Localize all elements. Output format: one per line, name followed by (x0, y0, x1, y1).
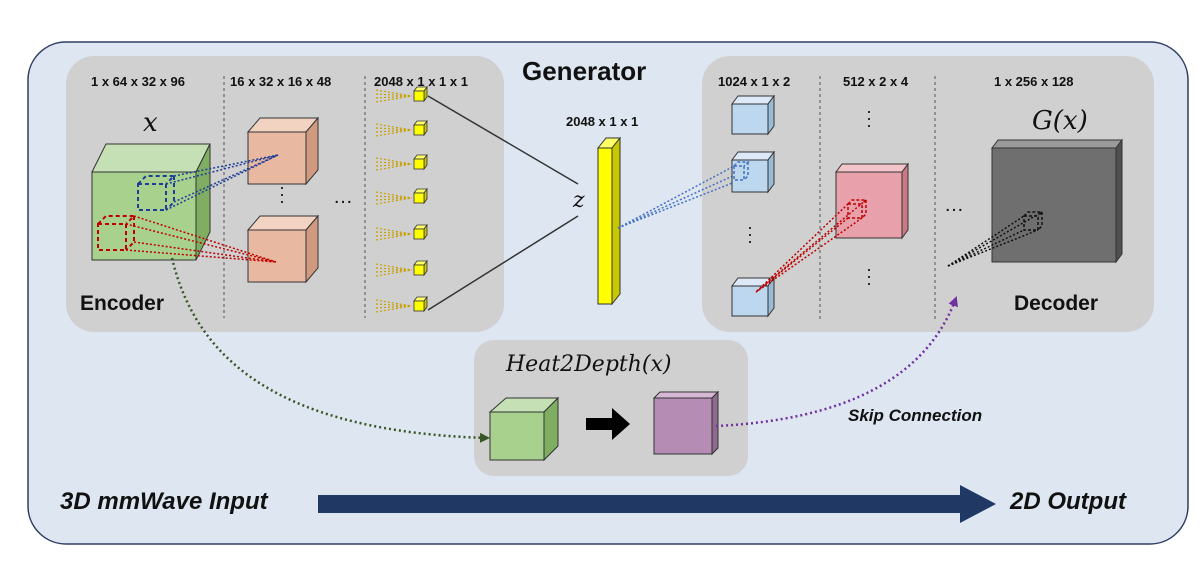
heat2depth-arrow (586, 408, 630, 440)
latent-bar (596, 136, 622, 306)
yellow-cube (413, 119, 428, 137)
decoder-horizontal-ellipsis: … (944, 194, 964, 216)
red-receptive-cube (97, 215, 137, 251)
decoder-top-ellipsis: ··· (866, 101, 872, 135)
decoder-cube-1 (731, 94, 775, 136)
pink-to-decoder-projection (755, 199, 867, 293)
latent-to-decoder (617, 163, 747, 229)
encoder-to-heat2depth-path (170, 257, 490, 443)
yellow-cube (413, 223, 428, 241)
decoder-dim-1: 1024 x 1 x 2 (718, 74, 791, 89)
decoder-cube-3 (731, 276, 775, 318)
encoder-to-z-top (427, 95, 579, 185)
yellow-cube (413, 295, 428, 313)
red-projection (125, 215, 277, 263)
decoder-dim-3: 1 x 256 x 128 (994, 74, 1074, 89)
decoder-dim-2: 512 x 2 x 4 (843, 74, 909, 89)
input-symbol: x (143, 108, 158, 138)
yellow-cube-column (375, 85, 428, 313)
diagram-title: Generator (522, 56, 647, 86)
heat2depth-purple-cube (652, 390, 720, 456)
decoder-panel (702, 56, 1154, 332)
decoder-bottom-ellipsis: ··· (866, 259, 872, 293)
decoder-blue-dashed-cube (733, 161, 750, 181)
flow-output-label: 2D Output (1010, 488, 1126, 515)
output-projection (947, 211, 1043, 267)
encoder-dim-3: 2048 x 1 x 1 x 1 (374, 74, 468, 89)
encoder-horizontal-ellipsis: … (333, 186, 353, 208)
decoder-cube-2 (731, 150, 775, 194)
encoder-label: Encoder (80, 292, 165, 315)
input-cube (91, 143, 211, 261)
pink-cube (835, 162, 909, 240)
decoder-label: Decoder (1014, 292, 1099, 315)
feature-cube-bottom (246, 214, 320, 284)
feature-cube-top (246, 116, 320, 186)
skip-connection-label: Skip Connection (848, 406, 983, 425)
blue-receptive-cube (137, 175, 177, 211)
yellow-cube (413, 187, 428, 205)
yellow-cube (413, 153, 428, 171)
latent-symbol: z (573, 188, 585, 213)
skip-connection-path (715, 296, 958, 428)
yellow-cube (413, 85, 428, 103)
decoder-left-ellipsis: ··· (747, 217, 753, 251)
encoder-panel (66, 56, 504, 332)
latent-dim: 2048 x 1 x 1 (566, 114, 639, 129)
heat2depth-green-cube (488, 396, 560, 462)
pink-red-dashed-cube (847, 199, 868, 219)
heat2depth-label: Heat2Depth(x) (506, 352, 672, 377)
flow-input-label: 3D mmWave Input (60, 488, 268, 515)
encoder-to-z-bottom (427, 215, 579, 311)
encoder-dim-1: 1 x 64 x 32 x 96 (91, 74, 185, 89)
blue-projection (165, 154, 279, 211)
encoder-dim-2: 16 x 32 x 16 x 48 (230, 74, 332, 89)
yellow-cube (413, 259, 428, 277)
output-cube (991, 138, 1123, 264)
flow-arrow (318, 485, 996, 523)
encoder-vertical-ellipsis: ··· (279, 177, 285, 211)
output-symbol: G(x) (1032, 106, 1088, 136)
